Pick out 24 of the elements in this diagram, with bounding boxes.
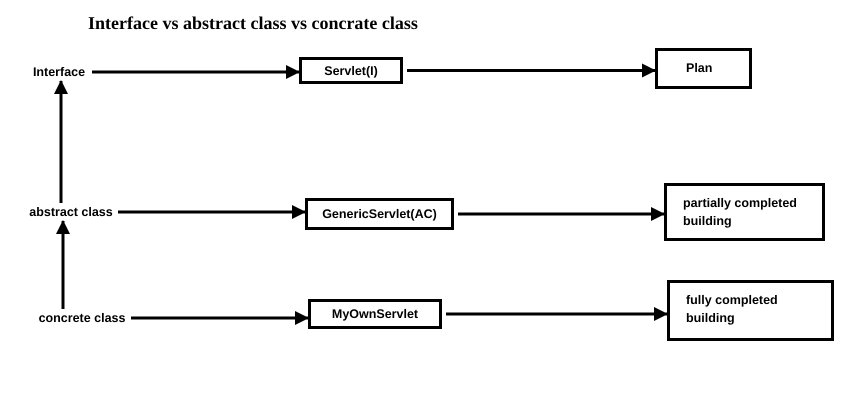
box-label: GenericServlet(AC) (322, 206, 437, 223)
arrow (446, 307, 668, 321)
node-label: concrete class (38, 310, 126, 327)
box-label: fully completed building (686, 292, 779, 327)
class-box (664, 183, 825, 241)
class-box (308, 299, 442, 329)
arrow (56, 220, 70, 309)
arrow (407, 64, 656, 78)
arrow (92, 65, 300, 79)
class-box (667, 280, 834, 341)
box-label: Servlet(I) (324, 62, 378, 80)
box-label: partially completed building (683, 195, 798, 230)
arrow (131, 311, 309, 325)
arrow (118, 205, 306, 219)
node-label: abstract class (29, 204, 113, 221)
class-box (299, 57, 403, 84)
arrow (54, 80, 68, 203)
class-box (655, 48, 752, 89)
box-label: Plan (686, 60, 712, 77)
node-label: Interface (32, 64, 86, 81)
box-label: MyOwnServlet (332, 306, 418, 323)
arrow (458, 207, 665, 221)
diagram-title: Interface vs abstract class vs concrate class (88, 12, 418, 35)
class-box (305, 198, 454, 230)
